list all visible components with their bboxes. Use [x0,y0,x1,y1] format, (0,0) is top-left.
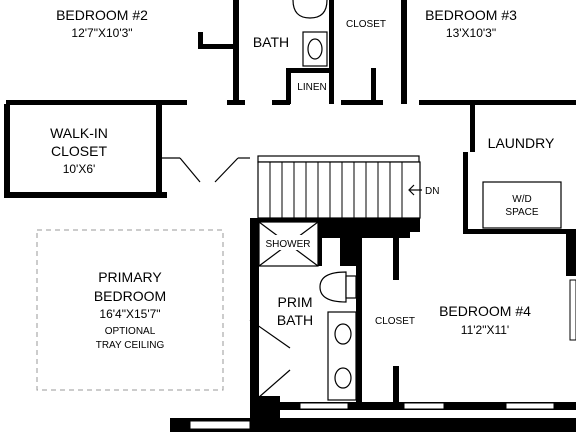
wall-closet-bed4-lower [393,366,399,408]
wd-space-box [482,181,562,229]
wall-closet-door-jamb [371,68,376,105]
shower-label-bg [260,235,317,250]
doors [162,157,291,399]
label-prim-bath-line2: BATH [277,312,313,328]
label-walkin-line2: CLOSET [51,143,107,159]
staircase [257,155,422,219]
wall-walkin-right [156,104,162,198]
wall-primary-bath-left [250,218,259,408]
wall-closet-bed4-upper [393,238,399,280]
wall-bed2-bath [233,0,239,104]
vanity-sink-2-icon [334,367,352,389]
stair-body [257,161,421,219]
label-bedroom4-size: 11'2"X11' [461,323,509,337]
wall-bath-bottom-left [227,100,245,105]
label-bedroom3-name: BEDROOM #3 [425,7,517,23]
label-shower: SHOWER [266,239,311,250]
wall-stair-landing [318,218,420,266]
label-primary-size: 16'4"X15'7" [99,307,160,321]
label-primary-note1: OPTIONAL [105,326,156,337]
sink-basin-icon [307,38,323,60]
stair-treads [269,162,403,218]
wall-walkin-left [4,104,10,198]
wall-laundry-upper [470,104,475,152]
wall-laundry-bottom [463,229,576,234]
tray-ceiling-outline [36,229,224,391]
wall-closet-bed3 [401,0,407,104]
wall-bath-closet [329,0,334,104]
wall-shower-right [318,218,322,266]
label-wd-line2: SPACE [505,207,538,218]
wall-bed4-right [566,234,576,276]
window-bed4-left [403,402,445,410]
room-labels: BEDROOM #2 12'7"X10'3" BATH CLOSET BEDRO… [50,7,555,351]
windows [189,279,576,430]
wall-prim-bath-closet [356,238,362,408]
wall-linen-left [286,68,291,104]
wall-bed2-bottom [6,100,187,105]
label-stairs-dn: DN [425,186,439,197]
stair-rail [257,155,420,163]
toilet-tank-icon [345,275,357,299]
window-bed4-right [505,402,555,410]
label-bedroom2-name: BEDROOM #2 [56,7,148,23]
label-bath: BATH [253,34,289,50]
wall-linen-top [286,68,332,73]
label-primary-line2: BEDROOM [94,288,166,304]
door-prim-bath-swing [249,319,291,349]
vanity-sink-1-icon [334,323,352,345]
label-walkin-size: 10'X6' [63,162,96,176]
wall-laundry-lower [463,152,468,234]
label-primary-note2: TRAY CEILING [96,340,165,351]
label-bedroom4-name: BEDROOM #4 [439,303,531,319]
label-laundry: LAUNDRY [488,135,555,151]
label-prim-bath-line1: PRIM [278,294,313,310]
window-bed4-side [569,279,576,341]
toilet-prim-icon [319,271,347,303]
wall-bottom-corner [250,396,280,432]
label-primary-line1: PRIMARY [98,269,162,285]
wall-bath-bottom-mid [272,100,290,105]
wall-bed3-bottom [419,100,576,105]
window-prim-bath [299,402,349,410]
wall-walkin-bottom [6,192,167,198]
label-linen: LINEN [297,82,326,93]
window-primary-bottom [189,420,251,430]
stair-arrow-head-icon [408,184,415,196]
door-prim-bath-swing-2 [257,369,291,399]
wall-bed2-closet-stub [198,44,235,49]
label-wd-line1: W/D [512,194,531,205]
label-bedroom2-size: 12'7"X10'3" [71,26,132,40]
label-walkin-line1: WALK-IN [50,125,108,141]
wall-closet-bottom [341,100,383,105]
label-closet-mid: CLOSET [375,316,415,327]
door-walkin-swing [179,157,201,183]
label-bedroom3-size: 13'X10'3" [446,26,496,40]
door-primary-swing [214,157,239,183]
wall-shower-top [250,218,320,222]
wall-bed2-closet-stub-v [198,32,203,49]
label-closet-top: CLOSET [346,19,386,30]
toilet-icon [292,0,328,19]
